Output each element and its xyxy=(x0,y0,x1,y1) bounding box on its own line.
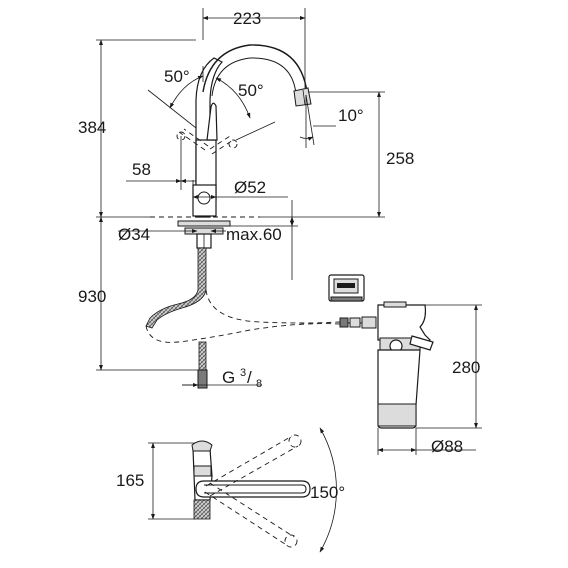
label-deck-thickness: max.60 xyxy=(226,225,282,244)
hose-fitting xyxy=(197,369,208,389)
dim-50-left-arc xyxy=(169,75,204,109)
lever-ghost-knob-front xyxy=(228,139,238,149)
label-thread-den: 8 xyxy=(256,378,262,390)
label-lever-front-angle: 50° xyxy=(238,81,264,100)
filter-connector-nut1 xyxy=(339,317,349,328)
label-filter-diameter: Ø88 xyxy=(431,437,463,456)
label-handle-offset: 58 xyxy=(132,160,151,179)
dimension-labels: 223 384 258 58 Ø52 Ø34 max.60 930 G 3 / … xyxy=(78,9,480,502)
lever-ghost-back xyxy=(178,128,209,151)
swivel-ghost-down-tip xyxy=(284,534,298,548)
lever-ghost-front xyxy=(209,135,234,155)
dim-50-left-leader xyxy=(147,89,197,129)
swivel-lever xyxy=(191,440,213,452)
swivel-base xyxy=(193,499,211,520)
swivel-spout-inner xyxy=(204,484,307,494)
filter-connector-nut3 xyxy=(361,316,377,329)
dim-10deg-arc xyxy=(299,136,314,141)
label-base-diameter: Ø52 xyxy=(234,178,266,197)
swivel-view xyxy=(191,427,337,553)
label-thread-num: 3 xyxy=(240,367,246,379)
hose-braided-main xyxy=(145,247,207,329)
hose-dashed-loop xyxy=(145,323,341,343)
dim-50-right-arc xyxy=(215,77,251,119)
label-lever-back-angle: 50° xyxy=(164,67,190,86)
label-hose-length: 930 xyxy=(78,287,106,306)
swivel-band xyxy=(193,465,212,477)
filter-connector-nut2 xyxy=(349,317,361,328)
filter-head-handle xyxy=(409,335,434,351)
spout-tip xyxy=(293,87,312,107)
filter-cartridge-band xyxy=(377,403,417,427)
label-spout-reach: 223 xyxy=(233,9,261,28)
dim-50-right-leader xyxy=(235,121,276,141)
label-thread-main: G xyxy=(222,368,235,387)
label-total-height: 384 xyxy=(78,118,106,137)
label-swivel-range: 150° xyxy=(310,483,345,502)
dimension-lines xyxy=(96,8,482,520)
dim-10deg-tilted xyxy=(305,94,315,146)
swivel-ghost-up-tip xyxy=(288,434,302,448)
swivel-arc xyxy=(319,427,337,553)
filter-display-base xyxy=(330,296,363,302)
filter-head-cap xyxy=(383,301,407,308)
spout-arc xyxy=(202,44,308,93)
filter-unit xyxy=(328,274,434,429)
hose-lower xyxy=(198,341,207,371)
hoses xyxy=(145,247,341,389)
label-filter-height: 280 xyxy=(452,358,480,377)
label-thread-slash: / xyxy=(247,368,252,387)
label-side-height: 165 xyxy=(116,471,144,490)
lever-ghost-knob-back xyxy=(176,131,186,141)
swivel-ghost-down xyxy=(204,482,295,547)
filter-display-label xyxy=(337,283,355,288)
spout-tip-line xyxy=(302,89,306,106)
label-hole-diameter: Ø34 xyxy=(118,225,150,244)
label-spout-height: 258 xyxy=(386,149,414,168)
base-collar xyxy=(192,184,217,217)
mount-plate xyxy=(177,220,231,227)
label-spout-tilt: 10° xyxy=(338,106,364,125)
swivel-ghost-up xyxy=(205,435,299,497)
hose-dashed-upper xyxy=(205,289,341,324)
